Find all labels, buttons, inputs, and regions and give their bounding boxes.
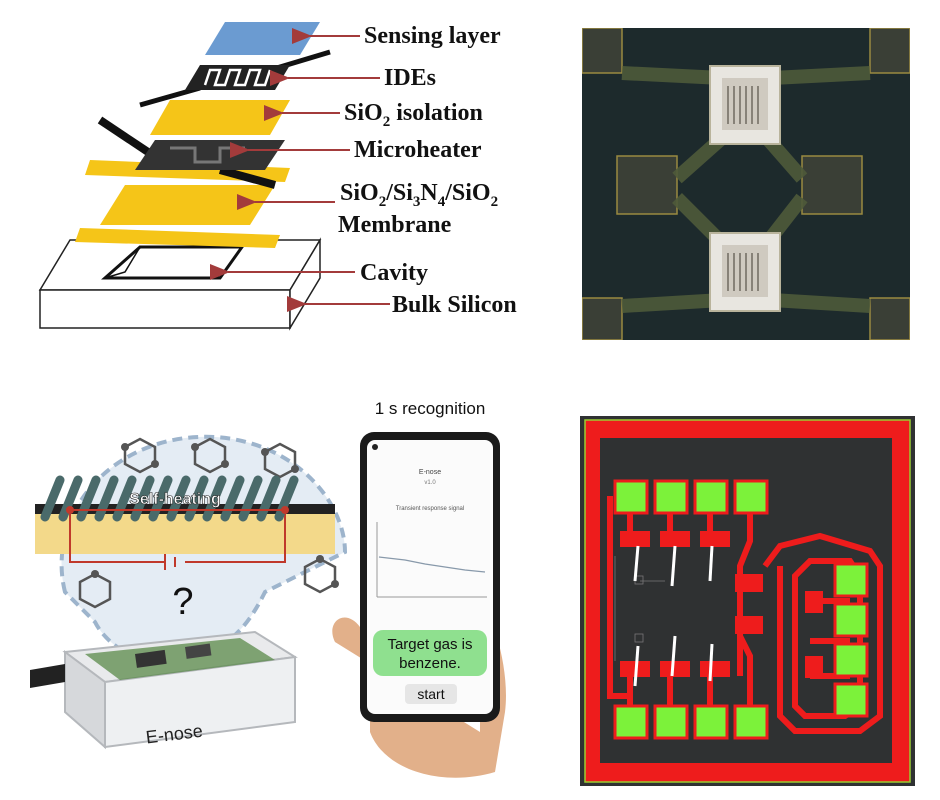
result-line-1: Target gas is xyxy=(387,636,472,653)
chart-title: Transient response signal xyxy=(396,506,464,512)
app-subtitle: v1.0 xyxy=(424,480,436,486)
pcb-layout xyxy=(580,416,915,786)
label-cavity: Cavity xyxy=(360,260,428,286)
recognition-caption: 1 s recognition xyxy=(375,399,486,418)
start-button[interactable] xyxy=(405,684,457,704)
label-ides: IDEs xyxy=(384,65,436,91)
hand xyxy=(332,592,506,778)
micrograph-sensor-top xyxy=(709,65,781,145)
membrane-layer xyxy=(75,160,290,248)
enose-device xyxy=(30,630,298,750)
enose-illustration: Self-heating ? E-nose 1 s recognition E-… xyxy=(30,399,506,778)
label-membrane-composition: SiO2/Si3N4/SiO2 xyxy=(340,180,498,210)
ides-layer xyxy=(139,49,331,108)
sensor-micrograph xyxy=(582,28,910,340)
label-microheater: Microheater xyxy=(354,137,482,163)
micrograph-sensor-bottom xyxy=(709,232,781,312)
start-button-label: start xyxy=(417,686,444,702)
app-title: E-nose xyxy=(419,469,441,476)
dimension-guides xyxy=(614,556,665,661)
label-membrane: Membrane xyxy=(338,212,452,238)
label-sio2-isolation: SiO2 isolation xyxy=(344,100,483,130)
sensor-layer-diagram: Sensing layer IDEs SiO2 isolation Microh… xyxy=(38,22,517,331)
result-line-2: benzene. xyxy=(399,655,461,672)
self-heating-label: Self-heating xyxy=(129,491,221,508)
smartphone: E-nose v1.0 Transient response signal Ta… xyxy=(360,432,500,722)
question-mark: ? xyxy=(172,581,193,623)
sensing-layer xyxy=(205,22,320,55)
self-heating-sensor xyxy=(35,475,335,570)
label-arrows xyxy=(210,28,390,312)
pcb-jumpers xyxy=(633,545,714,687)
label-bulk-silicon: Bulk Silicon xyxy=(392,292,517,318)
result-bubble xyxy=(373,630,487,676)
pcb-pads xyxy=(613,479,869,740)
transient-response-curve xyxy=(378,556,486,573)
label-sensing-layer: Sensing layer xyxy=(364,23,501,49)
sio2-isolation-layer xyxy=(150,100,290,135)
